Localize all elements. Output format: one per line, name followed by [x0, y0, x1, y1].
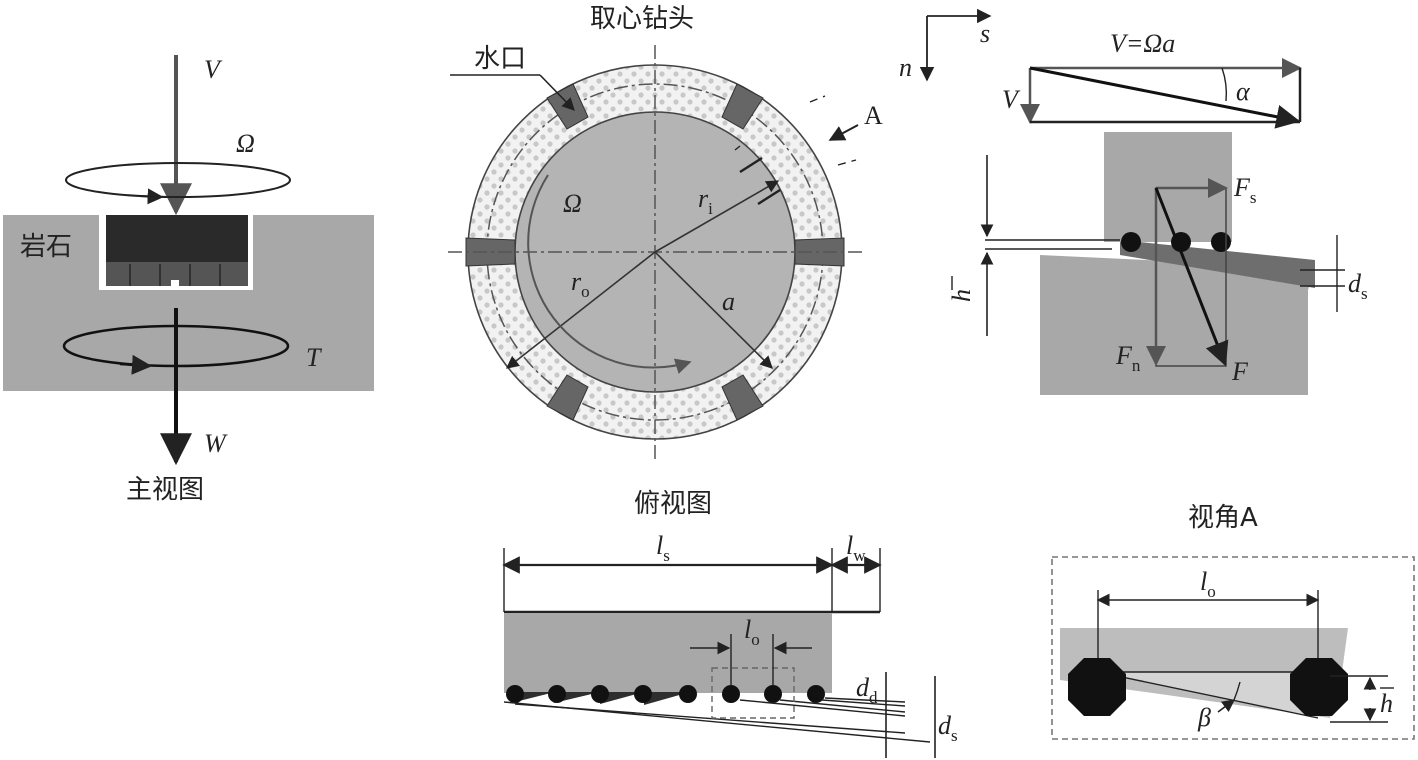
- torque-rotation: [62, 324, 290, 368]
- top-lo-label: lo: [744, 615, 760, 649]
- v-eq-label: V=Ωa: [1110, 29, 1175, 58]
- ls-label: ls: [656, 531, 670, 565]
- t-label: T: [306, 343, 322, 372]
- fn-label: Fn: [1115, 341, 1141, 375]
- view-a-h-label: h: [1380, 689, 1393, 718]
- f-label: F: [1231, 357, 1249, 386]
- alpha-label: α: [1236, 77, 1251, 106]
- bit-omega-label: Ω: [563, 189, 582, 218]
- dd-label: dd: [856, 673, 878, 707]
- view-a-diamond-left: [1068, 658, 1126, 716]
- radius-a: [654, 251, 773, 369]
- n-axis-label: n: [899, 53, 912, 82]
- view-a-label: A: [864, 101, 883, 130]
- w-label: W: [204, 429, 228, 458]
- top-diamonds: [506, 685, 825, 703]
- view-a-frame: [1051, 556, 1415, 740]
- view-a-title: 视角A: [1188, 503, 1258, 533]
- core-bit-body: [106, 215, 248, 265]
- h-bar-label: h: [947, 289, 976, 302]
- a-label: a: [722, 287, 735, 316]
- view-a-arrow: [828, 124, 859, 141]
- diamond-3: [1211, 232, 1231, 252]
- radius-ri: [654, 180, 780, 253]
- ds-label: ds: [1348, 269, 1368, 303]
- resultant-velocity: [1029, 66, 1301, 129]
- top-view-title: 俯视图: [634, 489, 712, 519]
- front-view-title: 主视图: [126, 475, 204, 505]
- top-view: 俯视图 ls lw: [502, 489, 958, 758]
- bit-title: 取心钻头: [590, 4, 694, 34]
- cut-groove: [1120, 240, 1315, 288]
- cut-v-label: V: [1002, 85, 1021, 114]
- v-label: V: [204, 55, 223, 84]
- beta-label: β: [1197, 703, 1211, 732]
- s-axis-label: s: [980, 19, 990, 48]
- omega-label: Ω: [236, 129, 255, 158]
- diamond-1: [1121, 232, 1141, 252]
- cutting-view: s n V=Ωa V α Fs Fn F h: [899, 8, 1368, 395]
- omega-rotation: [65, 162, 291, 198]
- view-a-lo-label: lo: [1200, 567, 1216, 601]
- core-bit-view: 取心钻头 水口 A Ω ri ro: [448, 4, 883, 459]
- radius-ro: [505, 251, 656, 369]
- top-ds-label: ds: [938, 711, 958, 745]
- ri-label: ri: [698, 184, 713, 218]
- rock-label: 岩石: [20, 232, 72, 262]
- force-f: [1154, 187, 1229, 367]
- view-a: 视角A lo β h: [1051, 503, 1415, 740]
- omega-arc: [527, 174, 692, 374]
- rock-surface: [1040, 255, 1315, 395]
- ro-label: ro: [571, 267, 590, 301]
- front-view: 岩石 V Ω T W 主视图: [3, 55, 374, 505]
- view-a-diamond-right: [1290, 658, 1348, 716]
- top-groove-wedges: [515, 692, 690, 705]
- lw-label: lw: [846, 531, 866, 565]
- top-segment: [504, 613, 832, 693]
- waterway-label: 水口: [474, 44, 526, 74]
- fs-label: Fs: [1233, 173, 1257, 207]
